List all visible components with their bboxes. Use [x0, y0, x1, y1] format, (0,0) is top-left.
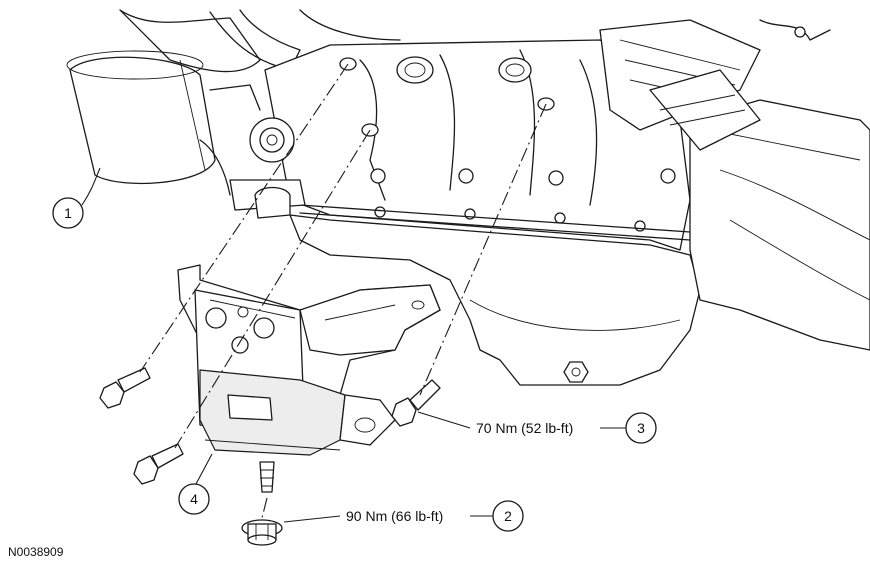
torque-label-3: 70 Nm (52 lb-ft)	[476, 420, 573, 436]
callout-1: 1	[52, 167, 101, 229]
figure-id: N0038909	[8, 545, 64, 559]
block-bolts	[370, 168, 676, 232]
callout-number-2: 2	[504, 508, 512, 524]
callout-number-1: 1	[64, 205, 72, 221]
nut-90nm	[241, 519, 283, 546]
bracket-bolts	[99, 367, 441, 546]
oil-filter	[66, 50, 216, 184]
callout-3: 70 Nm (52 lb-ft) 70 Nm (52 lb-ft) 3	[417, 411, 657, 444]
torque-label-2: 90 Nm (66 lb-ft)	[346, 508, 443, 524]
engine-mount-bracket	[177, 264, 441, 493]
bolt-upper-left	[99, 367, 151, 409]
callout-number-3-label: 3	[637, 420, 645, 436]
bolt-70nm	[391, 379, 441, 427]
oil-drain-plug	[563, 361, 589, 383]
engine-block-illustration	[66, 9, 870, 386]
callout-2: 90 Nm (66 lb-ft) 2	[283, 500, 524, 532]
bolt-lower-left	[133, 443, 184, 485]
alignment-lines	[139, 63, 547, 519]
callout-number-4: 4	[190, 491, 198, 507]
callout-4: 4	[178, 453, 213, 515]
